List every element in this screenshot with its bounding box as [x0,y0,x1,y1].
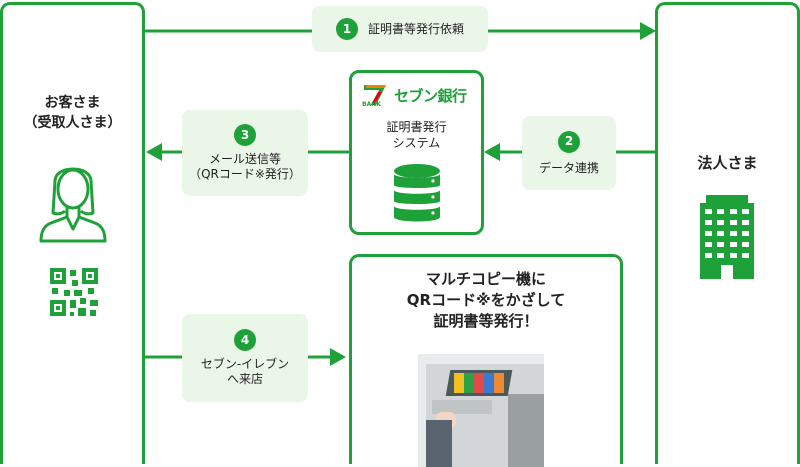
step-2-text: データ連携 [538,160,599,175]
step-1-pill: 1 証明書等発行依頼 [312,6,488,52]
step1-arrowhead [640,22,656,40]
step-1-text: 証明書等発行依頼 [367,21,464,36]
step-3-pill: 3 メール送信等 （QRコード※発行） [182,110,308,196]
step4-arrowhead [330,348,346,366]
kiosk-label: マルチコピー機に QRコード※をかざして 証明書等発行！ [406,270,566,330]
step-2-number: 2 [558,130,580,153]
qr-code-icon [50,268,98,316]
bank-system-label: 証明書発行 システム [386,120,447,150]
customer-box: お客さま （受取人さま） [0,2,145,464]
bank-system-box: セブン銀行 BANK 証明書発行 システム [349,70,484,235]
bank-logo-badge: BANK [362,101,381,108]
seven-logo-icon [364,85,386,105]
step-4-pill: 4 セブン-イレブン へ来店 [182,314,308,402]
corporate-label: 法人さま [697,154,758,172]
bank-logo: セブン銀行 BANK [362,83,474,108]
multi-copy-machine-photo [418,354,544,467]
step3-arrowhead [146,143,162,161]
step-2-pill: 2 データ連携 [522,116,616,190]
customer-label: お客さま （受取人さま） [23,95,122,131]
step-3-number: 3 [234,124,256,146]
step-1-number: 1 [335,18,358,40]
kiosk-box: マルチコピー機に QRコード※をかざして 証明書等発行！ [349,254,623,467]
database-icon [394,164,440,222]
step-3-text: メール送信等 （QRコード※発行） [189,152,301,181]
step2-arrowhead [484,143,500,161]
step-4-number: 4 [234,329,256,351]
bank-logo-text: セブン銀行 [394,86,467,105]
building-icon [700,195,754,279]
step-4-text: セブン-イレブン へ来店 [200,357,290,386]
corporate-box: 法人さま [655,2,800,464]
person-icon [39,167,107,243]
